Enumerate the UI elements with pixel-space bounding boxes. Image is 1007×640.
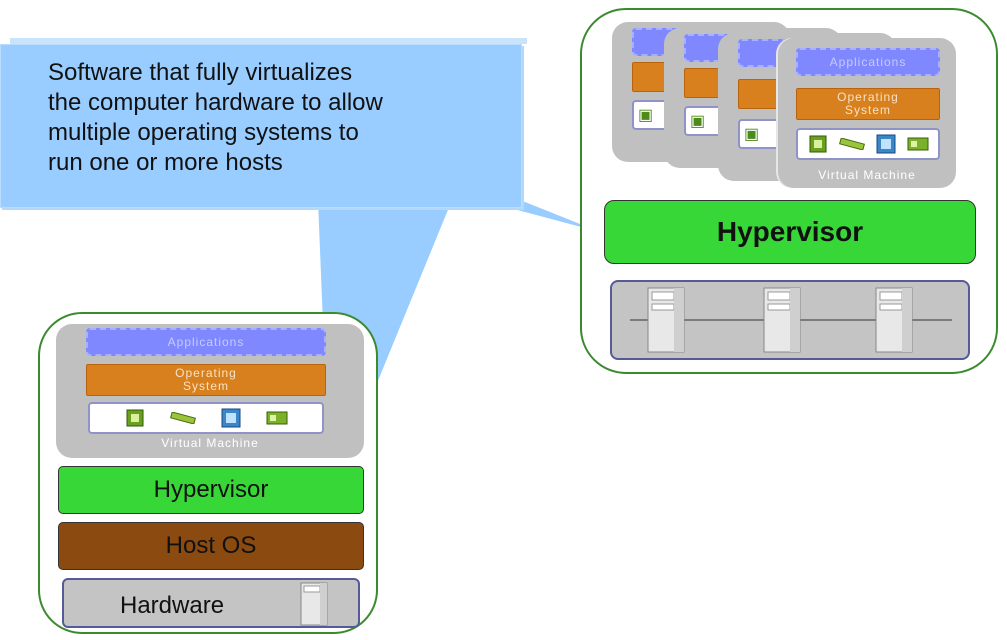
callout-line-1: Software that fully virtualizes [48,59,353,86]
network-card-icon [876,134,895,154]
callout-line-4: run one or more hosts [48,149,283,176]
callout-pointer-right [480,200,600,232]
os-line-2: System [844,103,891,117]
vm-front: Applications Operating System Virtual Ma… [778,38,956,188]
callout-text: Software that fully virtualizes the comp… [48,58,518,178]
os-line-1: Operating [837,90,899,104]
hypervisor-layer-right: Hypervisor [604,200,976,264]
os-line-2: System [182,379,229,393]
operating-system-layer: Operating System [86,364,326,396]
server-tower-icon [300,582,328,626]
hardware-layer: Hardware [62,578,360,628]
applications-layer: Applications [86,328,326,356]
expansion-card-icon [266,411,287,425]
vm-label: Virtual Machine [818,168,916,182]
applications-layer: Applications [796,48,940,76]
memory-stick-icon [169,412,196,424]
server-tower-icon [875,287,913,353]
server-tower-icon [647,287,685,353]
server-tower-icon [763,287,801,353]
network-card-icon [221,408,240,428]
cpu-chip-icon [809,135,826,153]
host-os-layer: Host OS [58,522,364,570]
hardware-label: Hardware [120,592,225,619]
virtual-hardware-row [88,402,324,434]
os-line-1: Operating [175,366,237,380]
callout-line-2: the computer hardware to allow [48,89,383,116]
operating-system-layer: Operating System [796,88,940,120]
hypervisor-layer-left: Hypervisor [58,466,364,514]
memory-stick-icon [838,138,865,150]
physical-servers-bar [610,280,970,360]
callout-line-3: multiple operating systems to [48,119,359,146]
callout-top-edge [10,38,527,44]
expansion-card-icon [907,137,928,151]
cpu-chip-icon [126,409,143,427]
vm-label: Virtual Machine [161,436,259,450]
virtual-hardware-row [796,128,940,160]
hypervisor-definition-callout [0,44,522,208]
vm-left: Applications Operating System Virtual Ma… [56,324,364,458]
